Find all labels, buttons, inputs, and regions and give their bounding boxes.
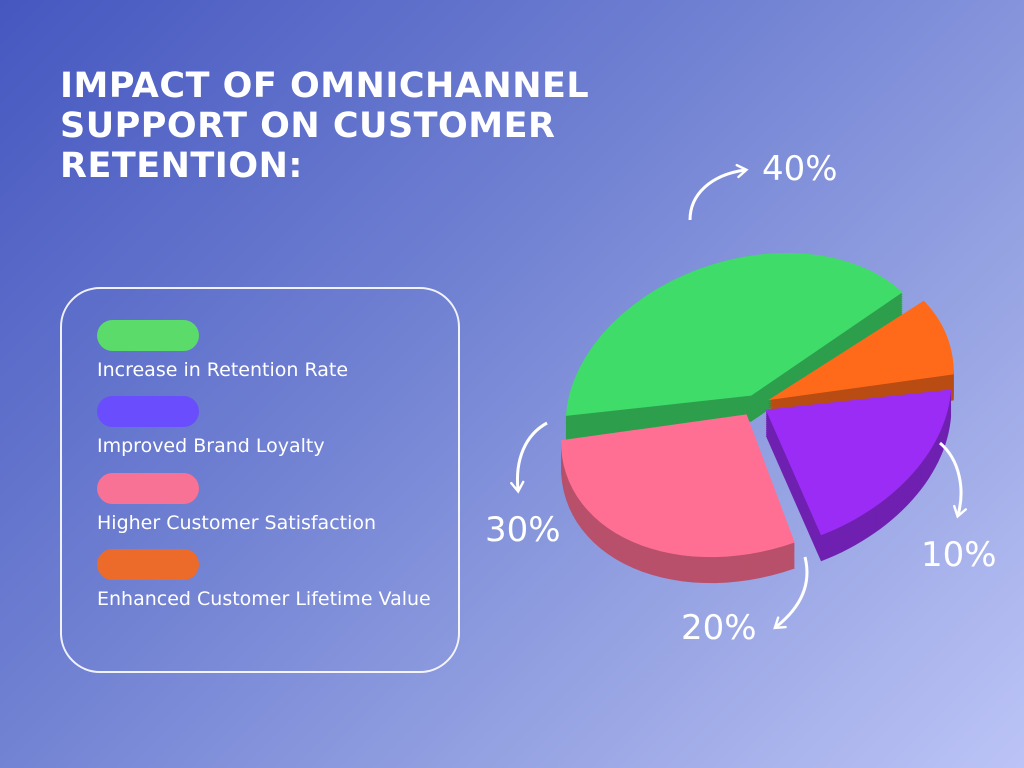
legend-label: Increase in Retention Rate	[97, 359, 349, 381]
legend-swatch	[97, 549, 199, 580]
legend-item: Improved Brand Loyalty	[97, 396, 447, 462]
legend-item: Enhanced Customer Lifetime Value	[97, 549, 447, 615]
arrow-icon	[510, 421, 548, 494]
legend-item: Higher Customer Satisfaction	[97, 473, 447, 539]
legend-swatch	[97, 320, 199, 351]
arrow-icon	[688, 163, 749, 221]
legend-label: Improved Brand Loyalty	[97, 435, 325, 457]
pie-slice	[765, 389, 952, 536]
data-label: 30%	[485, 510, 561, 550]
legend-label: Higher Customer Satisfaction	[97, 512, 377, 534]
data-label: 10%	[921, 535, 997, 575]
legend-label: Enhanced Customer Lifetime Value	[97, 588, 431, 610]
data-label: 40%	[762, 149, 838, 189]
data-label: 20%	[681, 608, 757, 648]
pie-slice	[561, 414, 795, 558]
pie-slice	[768, 300, 954, 401]
legend-swatch	[97, 396, 199, 427]
arrow-icon	[939, 441, 967, 519]
pie-slice	[565, 252, 903, 416]
legend: Increase in Retention Rate Improved Bran…	[60, 287, 460, 673]
legend-item: Increase in Retention Rate	[97, 320, 447, 386]
page-title: IMPACT OF OMNICHANNEL SUPPORT ON CUSTOME…	[60, 66, 590, 186]
legend-swatch	[97, 473, 199, 504]
arrow-icon	[773, 556, 809, 630]
